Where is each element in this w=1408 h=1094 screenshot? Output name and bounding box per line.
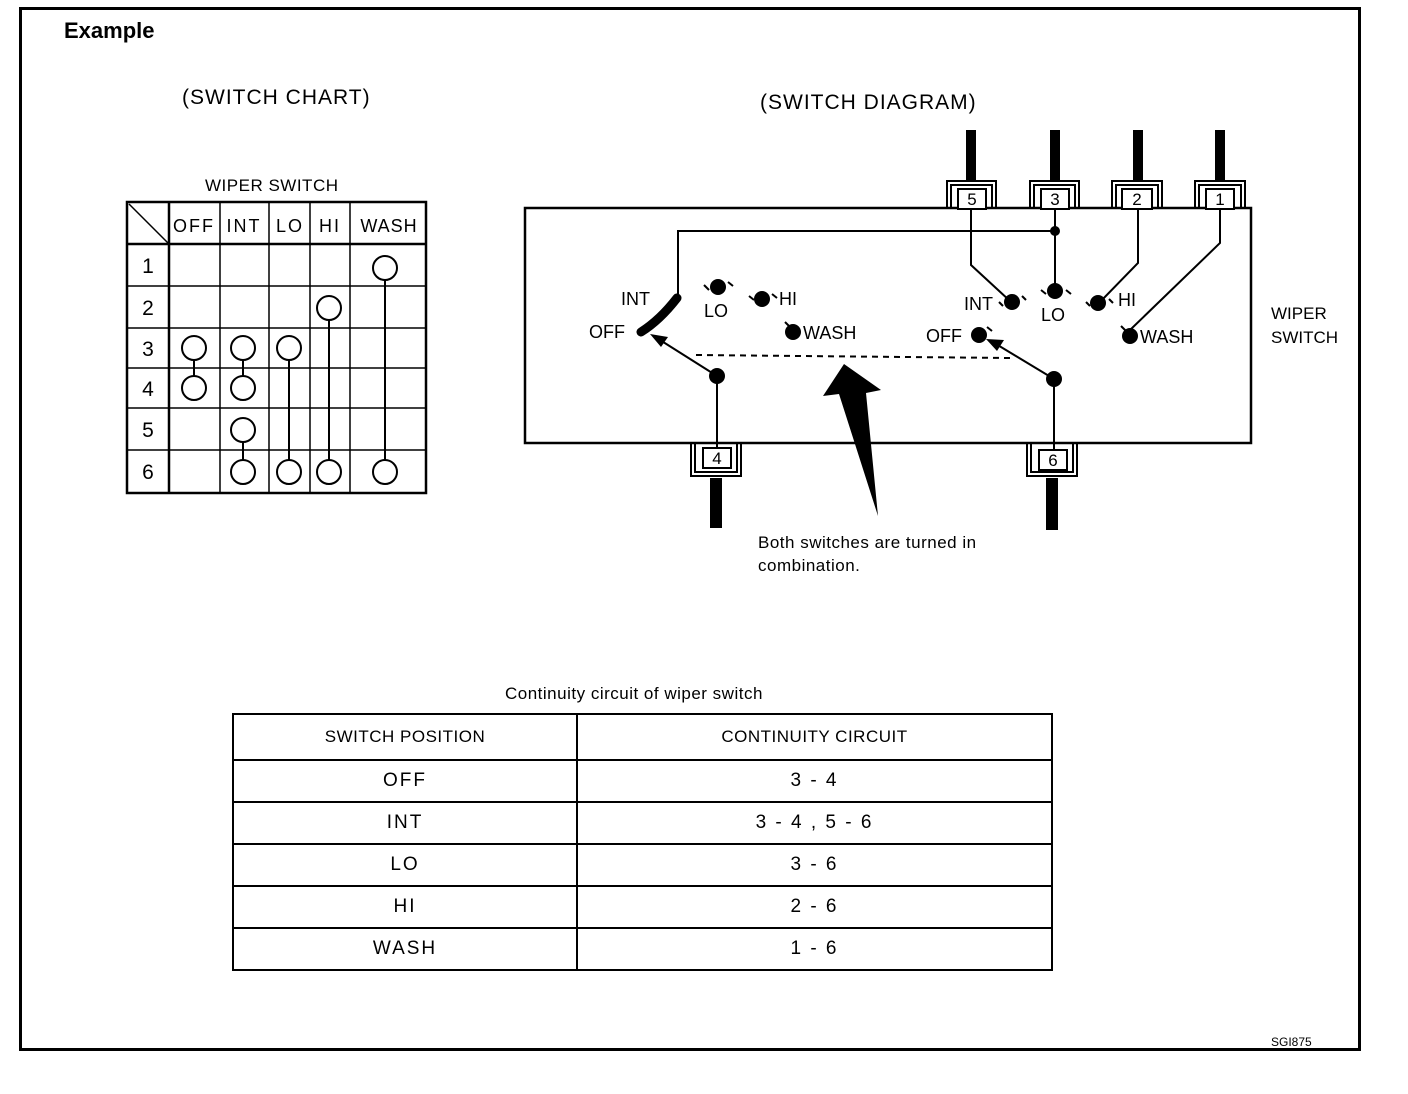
header-switch-position: SWITCH POSITION bbox=[232, 713, 578, 761]
combination-note-line1: Both switches are turned in bbox=[758, 533, 977, 552]
right-wash-label: WASH bbox=[1140, 327, 1193, 347]
row-position: OFF bbox=[232, 759, 578, 803]
chart-mark-int-4 bbox=[230, 375, 256, 401]
left-lever-arrowhead bbox=[650, 334, 668, 347]
left-int-label: INT bbox=[621, 289, 650, 309]
wiper-switch-label-line2: SWITCH bbox=[1271, 328, 1338, 347]
right-lo-label: LO bbox=[1041, 305, 1065, 325]
chart-row-3: 3 bbox=[142, 338, 154, 361]
row-circuit: 3 - 6 bbox=[576, 843, 1053, 887]
right-int-label: INT bbox=[964, 294, 993, 314]
continuity-table-caption: Continuity circuit of wiper switch bbox=[505, 684, 763, 703]
combination-note-line2: combination. bbox=[758, 556, 860, 575]
table-row: LO 3 - 6 bbox=[232, 843, 1053, 887]
figure-frame bbox=[19, 7, 1361, 1051]
chart-mark-int-6 bbox=[230, 459, 256, 485]
left-wash-label: WASH bbox=[803, 323, 856, 343]
row-position: INT bbox=[232, 801, 578, 845]
chart-mark-lo-3 bbox=[276, 335, 302, 361]
switch-diagram-title: (SWITCH DIAGRAM) bbox=[760, 91, 977, 114]
terminal-label-1: 1 bbox=[1215, 190, 1224, 209]
left-lo-dot bbox=[710, 279, 726, 295]
left-int-off-contact bbox=[636, 293, 682, 337]
right-off-label: OFF bbox=[926, 326, 962, 346]
wire-6 bbox=[1046, 478, 1058, 530]
right-wash-dot bbox=[1122, 328, 1138, 344]
row-circuit: 3 - 4 , 5 - 6 bbox=[576, 801, 1053, 845]
chart-row-6: 6 bbox=[142, 461, 154, 484]
combination-arrow bbox=[823, 364, 881, 516]
chart-col-hi: HI bbox=[319, 216, 341, 236]
right-lever-arrowhead bbox=[986, 339, 1004, 351]
left-hi-dot bbox=[754, 291, 770, 307]
left-lo-label: LO bbox=[704, 301, 728, 321]
switch-chart-grid bbox=[125, 200, 428, 495]
row-circuit: 2 - 6 bbox=[576, 885, 1053, 929]
table-row: HI 2 - 6 bbox=[232, 885, 1053, 929]
left-off-label: OFF bbox=[589, 322, 625, 342]
wire-2 bbox=[1133, 130, 1143, 182]
chart-col-off: OFF bbox=[173, 216, 215, 236]
left-wash-dot bbox=[785, 324, 801, 340]
page-heading: Example bbox=[64, 18, 155, 43]
junction-dot bbox=[1050, 226, 1060, 236]
row-position: LO bbox=[232, 843, 578, 887]
dashed-mechanical-link bbox=[695, 354, 1011, 359]
right-off-dot bbox=[971, 327, 987, 343]
wiper-switch-label-line1: WIPER bbox=[1271, 304, 1327, 323]
terminal-label-4: 4 bbox=[712, 449, 721, 468]
terminal-label-5: 5 bbox=[967, 190, 976, 209]
terminal-label-3: 3 bbox=[1050, 190, 1059, 209]
right-pivot-dot bbox=[1046, 371, 1062, 387]
chart-mark-wash-1 bbox=[372, 255, 398, 281]
left-hi-label: HI bbox=[779, 289, 797, 309]
chart-col-int: INT bbox=[227, 216, 262, 236]
row-position: WASH bbox=[232, 927, 578, 971]
wire-1 bbox=[1215, 130, 1225, 182]
terminal-label-2: 2 bbox=[1132, 190, 1141, 209]
header-continuity-circuit: CONTINUITY CIRCUIT bbox=[576, 713, 1053, 761]
table-row: INT 3 - 4 , 5 - 6 bbox=[232, 801, 1053, 845]
wire-3 bbox=[1050, 130, 1060, 182]
table-row: OFF 3 - 4 bbox=[232, 759, 1053, 803]
chart-mark-hi-2 bbox=[316, 295, 342, 321]
right-int-dot bbox=[1004, 294, 1020, 310]
switch-body bbox=[523, 206, 1253, 445]
chart-row-5: 5 bbox=[142, 419, 154, 442]
right-hi-label: HI bbox=[1118, 290, 1136, 310]
switch-chart-caption: WIPER SWITCH bbox=[205, 176, 339, 195]
left-pivot-dot bbox=[709, 368, 725, 384]
right-hi-dot bbox=[1090, 295, 1106, 311]
chart-row-2: 2 bbox=[142, 297, 154, 320]
row-position: HI bbox=[232, 885, 578, 929]
table-row: WASH 1 - 6 bbox=[232, 927, 1053, 971]
switch-diagram bbox=[523, 130, 1253, 530]
table-header-row: SWITCH POSITION CONTINUITY CIRCUIT bbox=[232, 713, 1053, 761]
chart-mark-off-4 bbox=[181, 375, 207, 401]
switch-chart-title: (SWITCH CHART) bbox=[182, 86, 371, 109]
chart-row-1: 1 bbox=[142, 255, 154, 278]
wire-4 bbox=[710, 478, 722, 528]
chart-mark-hi-6 bbox=[316, 459, 342, 485]
chart-row-4: 4 bbox=[142, 378, 154, 401]
chart-mark-off-3 bbox=[181, 335, 207, 361]
chart-mark-lo-6 bbox=[276, 459, 302, 485]
chart-mark-int-3 bbox=[230, 335, 256, 361]
continuity-table: SWITCH POSITION CONTINUITY CIRCUIT OFF 3… bbox=[232, 713, 1053, 971]
right-lo-dot bbox=[1047, 283, 1063, 299]
figure-code: SGI875 bbox=[1271, 1035, 1312, 1049]
chart-mark-wash-6 bbox=[372, 459, 398, 485]
terminal-label-6: 6 bbox=[1048, 451, 1057, 470]
row-circuit: 3 - 4 bbox=[576, 759, 1053, 803]
chart-col-wash: WASH bbox=[360, 216, 417, 236]
wire-5 bbox=[966, 130, 976, 182]
row-circuit: 1 - 6 bbox=[576, 927, 1053, 971]
chart-col-lo: LO bbox=[276, 216, 304, 236]
chart-mark-int-5 bbox=[230, 417, 256, 443]
